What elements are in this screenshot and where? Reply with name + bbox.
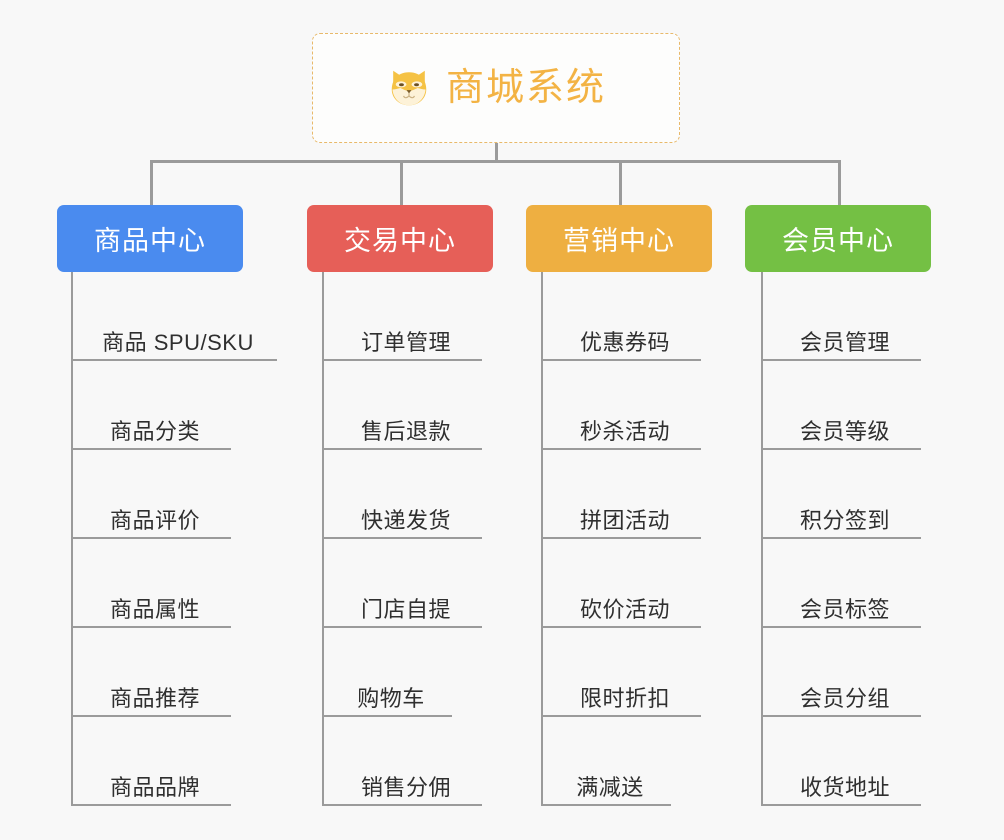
leaf-item[interactable]: 收货地址 — [761, 717, 921, 806]
root-node[interactable]: 商城系统 — [312, 33, 680, 143]
leaf-item[interactable]: 会员分组 — [761, 628, 921, 717]
shiba-dog-icon — [391, 70, 427, 106]
leaf-label: 商品分类 — [109, 418, 200, 444]
leaf-label: 会员分组 — [799, 685, 890, 711]
leaf-label: 限时折扣 — [579, 685, 670, 711]
leaf-item[interactable]: 会员等级 — [761, 361, 921, 450]
connector-horizontal-bus — [150, 160, 841, 163]
branch-box-marketing-center[interactable]: 营销中心 — [526, 205, 712, 272]
leaf-item[interactable]: 快递发货 — [322, 450, 482, 539]
leaf-label: 会员管理 — [799, 329, 890, 355]
leaf-item[interactable]: 商品属性 — [71, 539, 231, 628]
leaf-label: 会员等级 — [799, 418, 890, 444]
leaf-item[interactable]: 会员管理 — [761, 272, 921, 361]
leaf-item[interactable]: 会员标签 — [761, 539, 921, 628]
leaf-label: 满减送 — [576, 774, 644, 800]
leaf-item[interactable]: 门店自提 — [322, 539, 482, 628]
leaf-label: 购物车 — [357, 685, 425, 711]
leaf-item[interactable]: 秒杀活动 — [541, 361, 701, 450]
leaf-label: 积分签到 — [799, 507, 890, 533]
branch-box-product-center[interactable]: 商品中心 — [57, 205, 243, 272]
connector-drop-3 — [619, 160, 622, 206]
leaf-item[interactable]: 商品品牌 — [71, 717, 231, 806]
branch-label: 营销中心 — [563, 226, 675, 256]
leaf-item[interactable]: 商品评价 — [71, 450, 231, 539]
leaf-label: 拼团活动 — [579, 507, 670, 533]
leaf-label: 售后退款 — [360, 418, 451, 444]
leaf-item[interactable]: 满减送 — [541, 717, 671, 806]
leaf-label: 砍价活动 — [579, 596, 670, 622]
leaf-item[interactable]: 订单管理 — [322, 272, 482, 361]
leaf-item[interactable]: 砍价活动 — [541, 539, 701, 628]
leaf-label: 商品品牌 — [109, 774, 200, 800]
connector-root-stem — [495, 143, 498, 163]
branch-label: 商品中心 — [94, 226, 206, 256]
leaf-item[interactable]: 积分签到 — [761, 450, 921, 539]
leaf-label: 门店自提 — [360, 596, 451, 622]
branch-label: 交易中心 — [344, 226, 456, 256]
leaf-label: 快递发货 — [360, 507, 451, 533]
leaf-label: 优惠券码 — [579, 329, 670, 355]
branch-box-trade-center[interactable]: 交易中心 — [307, 205, 493, 272]
leaf-label: 商品评价 — [109, 507, 200, 533]
leaf-spine — [761, 272, 763, 806]
leaf-label: 秒杀活动 — [579, 418, 670, 444]
leaf-label: 收货地址 — [799, 774, 890, 800]
leaf-label: 商品 SPU/SKU — [102, 329, 254, 355]
leaf-item[interactable]: 商品推荐 — [71, 628, 231, 717]
branch-box-member-center[interactable]: 会员中心 — [745, 205, 931, 272]
leaf-item[interactable]: 销售分佣 — [322, 717, 482, 806]
connector-drop-4 — [838, 160, 841, 206]
leaf-spine — [541, 272, 543, 806]
leaf-spine — [71, 272, 73, 806]
leaf-item[interactable]: 售后退款 — [322, 361, 482, 450]
leaf-item[interactable]: 限时折扣 — [541, 628, 701, 717]
leaf-label: 商品推荐 — [109, 685, 200, 711]
connector-drop-1 — [150, 160, 153, 206]
leaf-label: 商品属性 — [109, 596, 200, 622]
root-title: 商城系统 — [445, 67, 606, 109]
connector-drop-2 — [400, 160, 403, 206]
leaf-item[interactable]: 购物车 — [322, 628, 452, 717]
leaf-item[interactable]: 商品分类 — [71, 361, 231, 450]
leaf-label: 会员标签 — [799, 596, 890, 622]
leaf-spine — [322, 272, 324, 806]
leaf-label: 订单管理 — [360, 329, 451, 355]
branch-label: 会员中心 — [782, 226, 894, 256]
leaf-item[interactable]: 商品 SPU/SKU — [71, 272, 277, 361]
leaf-item[interactable]: 拼团活动 — [541, 450, 701, 539]
leaf-label: 销售分佣 — [360, 774, 451, 800]
leaf-item[interactable]: 优惠券码 — [541, 272, 701, 361]
